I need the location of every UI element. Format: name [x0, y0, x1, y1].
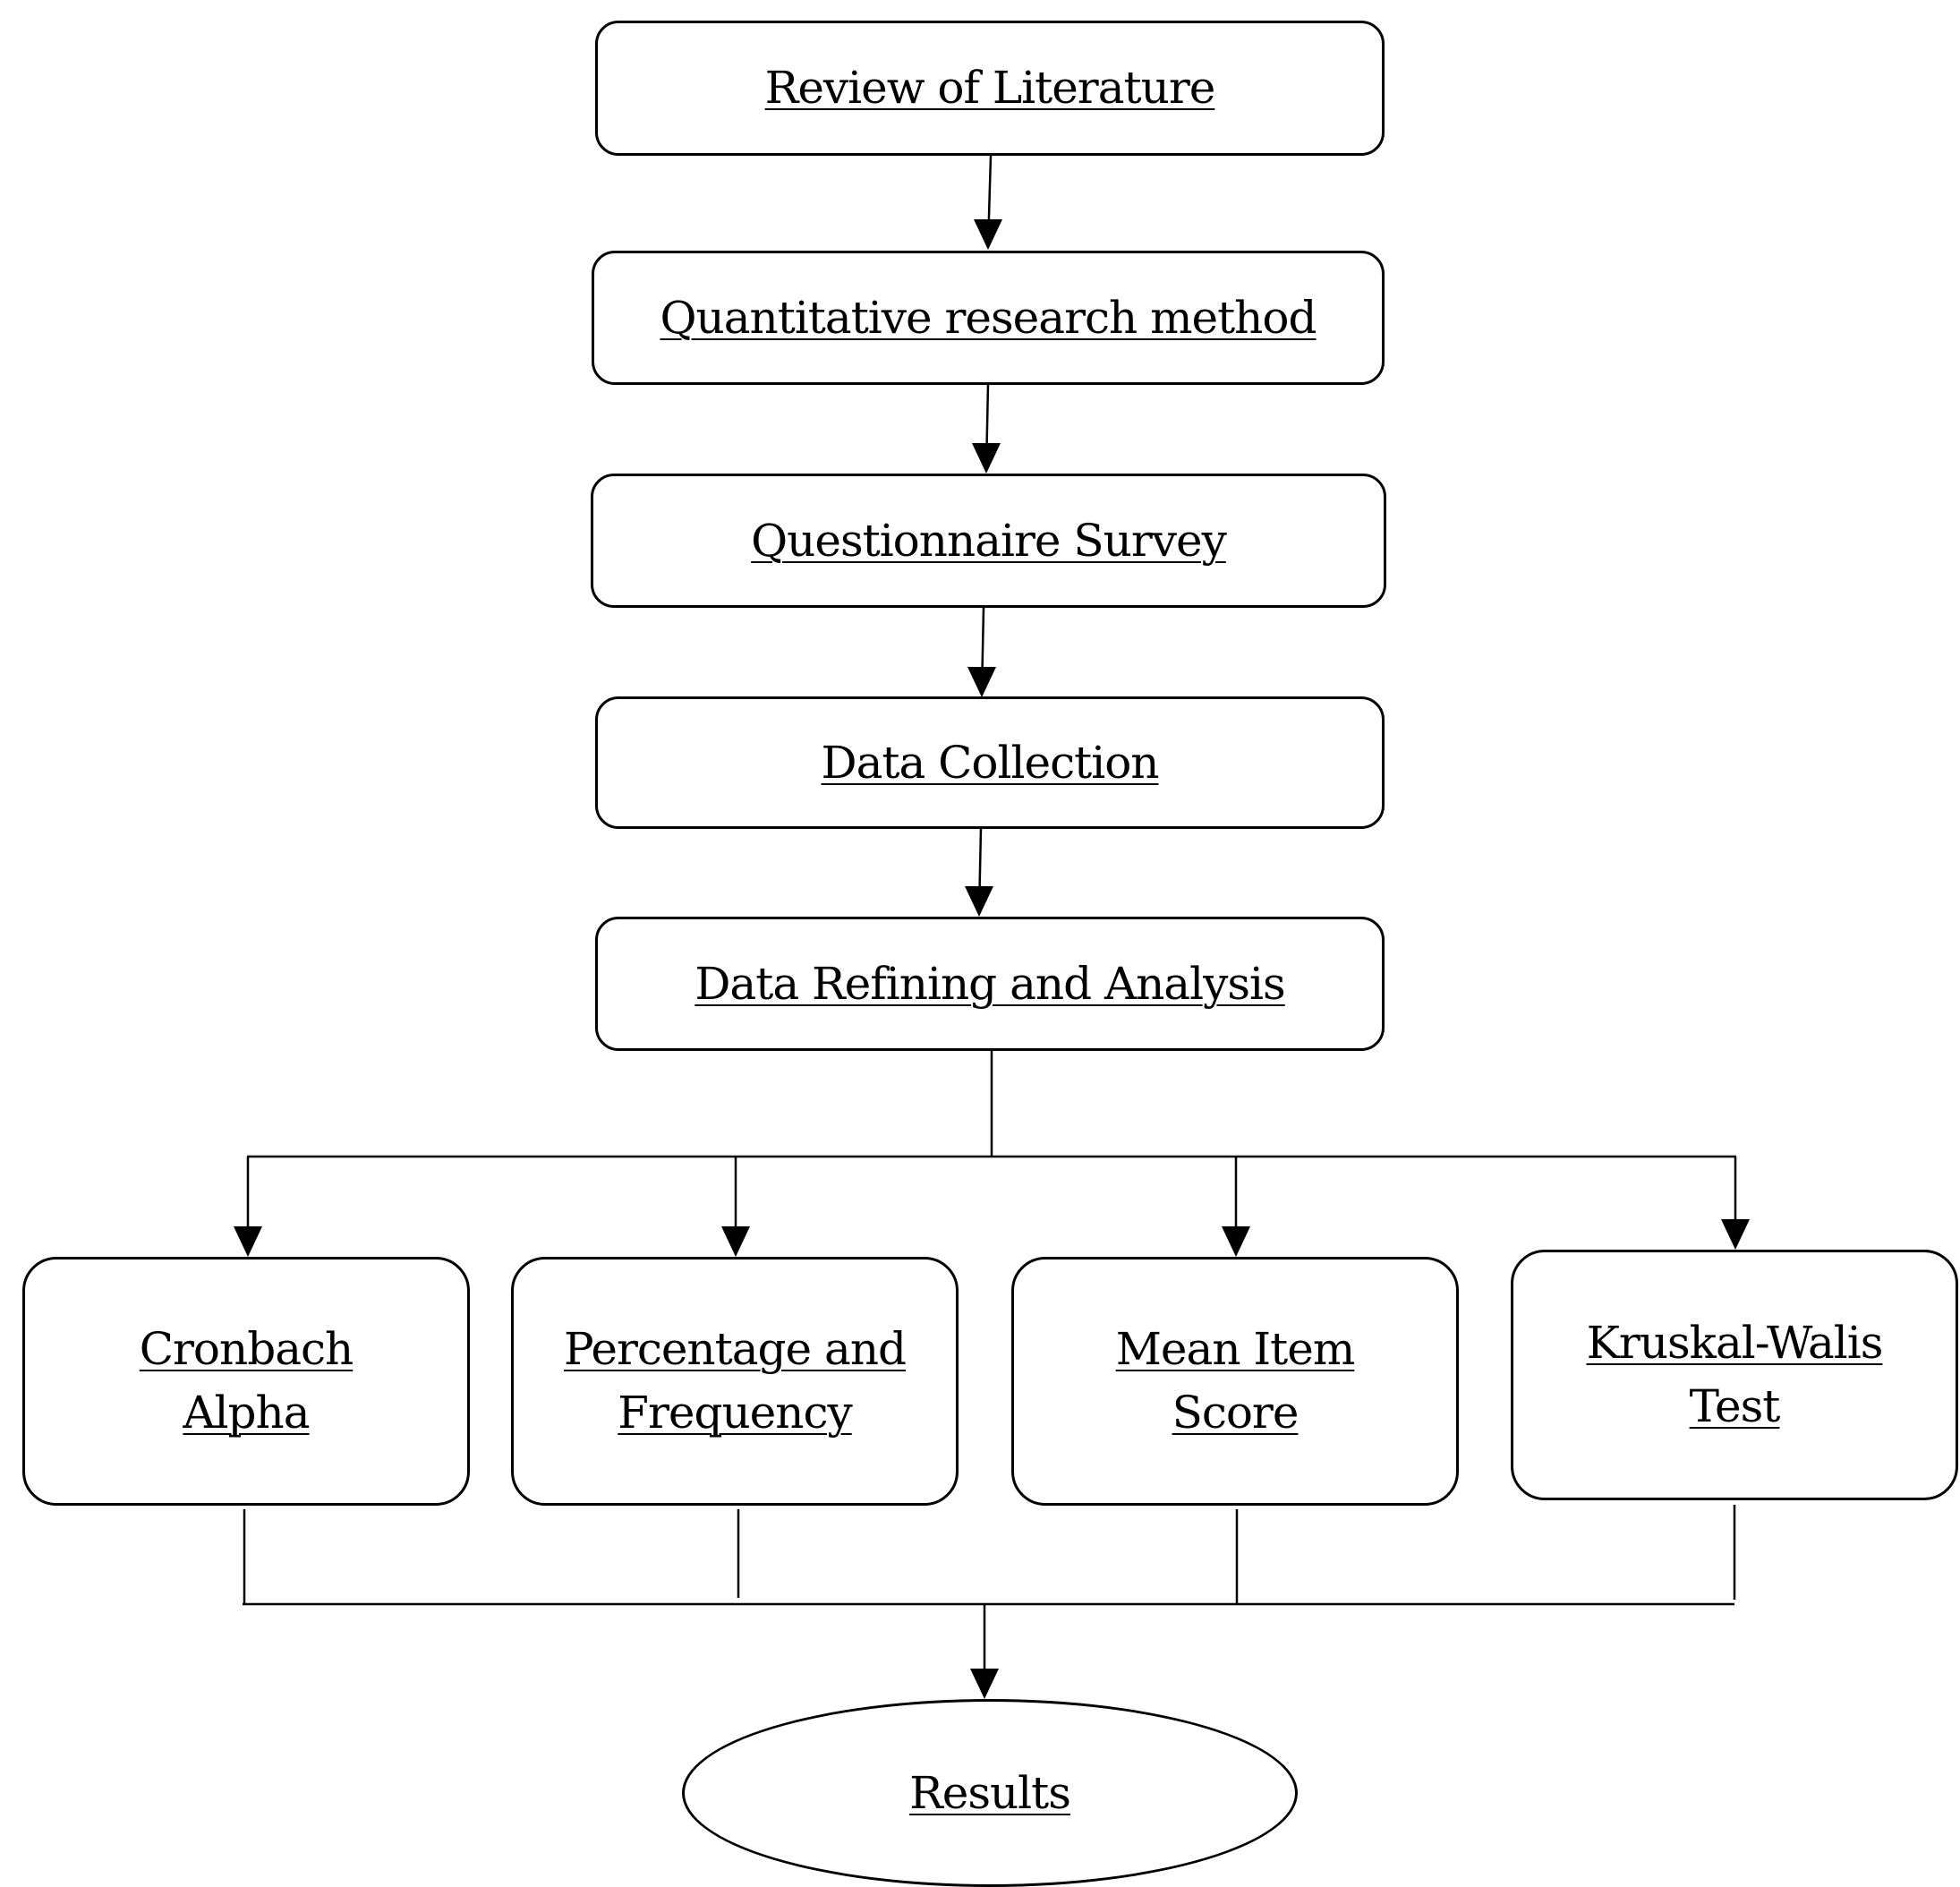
- analysis-cronbach-alpha: Cronbach Alpha: [22, 1257, 470, 1506]
- step-data-refining-and-analysis: Data Refining and Analysis: [595, 917, 1385, 1051]
- analysis-label: Kruskal-Walis Test: [1586, 1311, 1884, 1439]
- step-questionnaire-survey: Questionnaire Survey: [591, 474, 1386, 608]
- analysis-label: Percentage and Frequency: [563, 1318, 907, 1445]
- analysis-label-line: Test: [1689, 1380, 1781, 1432]
- arrowhead-questionnaire-to-collection: [967, 667, 996, 697]
- step-label: Quantitative research method: [660, 291, 1317, 344]
- step-data-collection: Data Collection: [595, 696, 1385, 829]
- arrowhead-quantitative-to-questionnaire: [972, 443, 1001, 474]
- results-terminal: Results: [682, 1699, 1298, 1887]
- analysis-label-line: Frequency: [618, 1387, 852, 1439]
- arrowhead-to-percentage: [721, 1226, 750, 1257]
- arrowhead-to-mean: [1222, 1226, 1250, 1257]
- analysis-label: Mean Item Score: [1115, 1318, 1356, 1445]
- step-label: Questionnaire Survey: [751, 514, 1227, 567]
- analysis-label: Cronbach Alpha: [139, 1318, 354, 1445]
- arrowhead-to-cronbach: [234, 1226, 262, 1257]
- analysis-label-line: Alpha: [183, 1387, 310, 1439]
- analysis-label-line: Cronbach: [139, 1323, 354, 1375]
- analysis-label-line: Percentage and: [563, 1323, 907, 1375]
- arrowhead-collection-to-refining: [965, 886, 993, 917]
- analysis-label-line: Score: [1172, 1387, 1300, 1439]
- results-label: Results: [909, 1766, 1071, 1819]
- analysis-label-line: Mean Item: [1115, 1323, 1356, 1375]
- arrowhead-to-kruskal: [1721, 1219, 1750, 1250]
- step-label: Review of Literature: [764, 62, 1216, 114]
- step-label: Data Collection: [821, 736, 1159, 789]
- step-quantitative-research-method: Quantitative research method: [592, 251, 1385, 385]
- arrowhead-to-results: [970, 1669, 999, 1699]
- analysis-mean-item-score: Mean Item Score: [1011, 1257, 1459, 1506]
- analysis-label-line: Kruskal-Walis: [1586, 1317, 1884, 1369]
- analysis-percentage-and-frequency: Percentage and Frequency: [511, 1257, 959, 1506]
- analysis-kruskal-walis-test: Kruskal-Walis Test: [1511, 1250, 1958, 1500]
- step-review-of-literature: Review of Literature: [595, 21, 1385, 156]
- step-label: Data Refining and Analysis: [695, 957, 1285, 1010]
- arrowhead-review-to-quantitative: [974, 219, 1002, 250]
